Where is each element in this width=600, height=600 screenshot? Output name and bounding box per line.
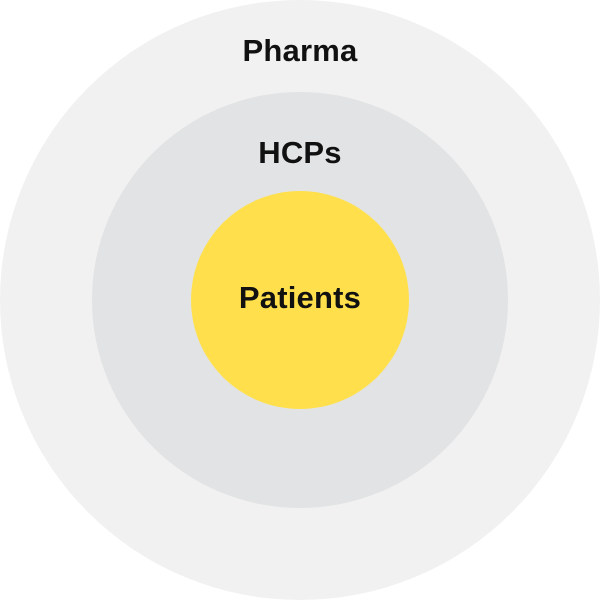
hcps-label: HCPs (258, 135, 342, 170)
pharma-label: Pharma (242, 33, 358, 68)
patients-circle (191, 191, 409, 409)
patients-label: Patients (238, 280, 362, 315)
